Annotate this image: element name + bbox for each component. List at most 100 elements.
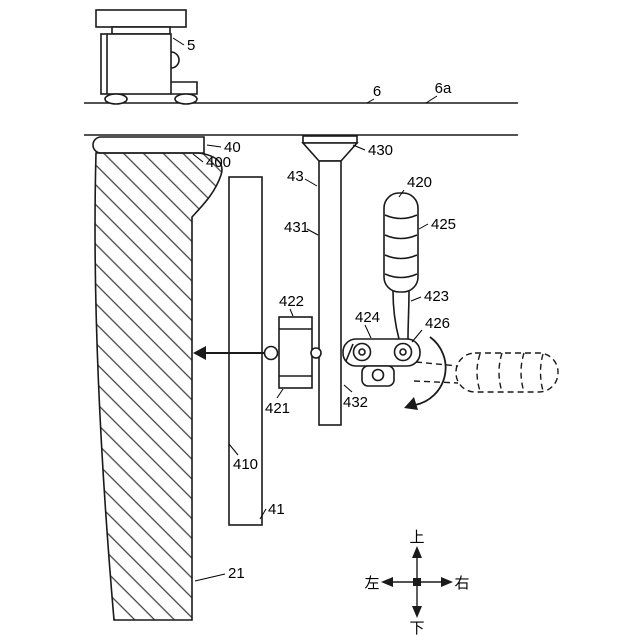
ref-410: 410 xyxy=(233,456,258,473)
phantom-lever xyxy=(413,352,559,393)
compass-right-label: 右 xyxy=(454,575,469,592)
leader-423 xyxy=(410,296,422,302)
rail xyxy=(84,102,518,136)
compass-right-arrowhead xyxy=(441,577,453,587)
label-6: 6 xyxy=(366,83,381,104)
mount-bracket xyxy=(92,136,205,154)
direction-compass xyxy=(381,546,453,618)
insulator-plate xyxy=(228,176,263,526)
compass-left-arrowhead xyxy=(381,577,393,587)
rotation-arrow-arc xyxy=(414,336,447,406)
leader-426 xyxy=(411,329,423,343)
leader-422 xyxy=(289,308,294,317)
leader-420 xyxy=(398,189,405,198)
compass-up-arrowhead xyxy=(412,546,422,558)
trolley-roller-left xyxy=(104,93,128,105)
leader-400 xyxy=(192,153,204,163)
grip-rib-4 xyxy=(384,273,418,279)
label-6a: 6a xyxy=(425,80,452,104)
ref-425: 425 xyxy=(431,216,456,233)
phantom-grip-rib-4 xyxy=(539,353,544,392)
clamp-pivot-right-pin xyxy=(399,348,407,356)
ref-424: 424 xyxy=(355,309,380,326)
support-rod xyxy=(301,135,359,426)
leader-425 xyxy=(418,223,429,230)
ref-43: 43 xyxy=(287,168,304,185)
ref-431: 431 xyxy=(284,219,309,236)
label-432: 432 xyxy=(343,384,368,411)
label-41: 41 xyxy=(259,501,285,520)
leader-5 xyxy=(172,37,185,46)
ref-420: 420 xyxy=(407,174,432,191)
roller-block xyxy=(278,316,313,389)
phantom-grip-rib-2 xyxy=(498,352,503,393)
leader-43 xyxy=(304,178,318,187)
reference-labels: 5 6 6a 40 400 43 430 431 xyxy=(172,37,456,582)
label-21: 21 xyxy=(194,565,245,582)
rotation-arrow-head xyxy=(404,397,418,410)
leader-431 xyxy=(306,228,319,236)
lever-clamp xyxy=(342,338,421,387)
compass-down-label: 下 xyxy=(409,620,424,637)
label-421: 421 xyxy=(265,388,290,417)
phantom-grip-rib-3 xyxy=(520,352,525,393)
leader-430 xyxy=(352,144,366,151)
ref-41: 41 xyxy=(268,501,285,518)
label-431: 431 xyxy=(284,219,319,236)
compass-down-arrowhead xyxy=(412,606,422,618)
label-422: 422 xyxy=(279,293,304,317)
phantom-shaft-bottom-line xyxy=(413,380,459,384)
trolley-side-boss xyxy=(170,51,180,69)
leader-424 xyxy=(364,324,372,339)
phantom-grip-rib-1 xyxy=(476,353,481,392)
leader-432 xyxy=(343,384,353,393)
tank-wall-section xyxy=(94,152,223,621)
trolley-arm xyxy=(171,81,198,95)
label-40: 40 xyxy=(206,139,241,156)
grip-rib-1 xyxy=(384,214,418,220)
clamp-section-tick xyxy=(345,343,354,362)
compass-labels: 上 下 左 右 xyxy=(364,529,469,637)
phantom-shaft-top-line xyxy=(415,361,459,367)
ref-5: 5 xyxy=(187,37,195,54)
roller-unit xyxy=(263,316,322,389)
compass-left-label: 左 xyxy=(364,575,379,592)
ref-400: 400 xyxy=(206,154,231,171)
ref-421: 421 xyxy=(265,400,290,417)
clamp-pivot-right xyxy=(393,342,413,362)
clamp-pivot-left xyxy=(352,342,372,362)
leader-421 xyxy=(276,388,284,399)
label-420: 420 xyxy=(398,174,432,198)
ref-430: 430 xyxy=(368,142,393,159)
grip-shaft-left-line xyxy=(392,290,400,340)
label-424: 424 xyxy=(355,309,380,339)
rod-mount-flare xyxy=(301,142,359,162)
grip-rib-3 xyxy=(384,254,418,260)
press-arrow xyxy=(193,346,264,360)
ref-432: 432 xyxy=(343,394,368,411)
lever-grip xyxy=(383,192,419,340)
ref-422: 422 xyxy=(279,293,304,310)
rotation-arrow xyxy=(404,336,447,410)
label-410: 410 xyxy=(228,443,258,473)
leader-6 xyxy=(366,98,375,104)
clamp-lower-pin xyxy=(371,368,385,382)
label-43: 43 xyxy=(287,168,318,187)
label-5: 5 xyxy=(172,37,195,54)
rod-shaft xyxy=(318,160,342,426)
label-400: 400 xyxy=(192,153,231,171)
grip-shaft-right-line xyxy=(407,290,410,340)
press-arrow-head xyxy=(193,346,206,360)
compass-center-square xyxy=(413,578,421,586)
trolley-body xyxy=(100,33,172,95)
ref-6: 6 xyxy=(373,83,381,100)
grip-rib-2 xyxy=(384,234,418,240)
trolley-cap xyxy=(95,9,187,28)
leader-41 xyxy=(259,508,267,520)
leader-410 xyxy=(228,443,239,456)
leader-6a xyxy=(425,95,438,104)
roller-contact-pin xyxy=(310,347,322,359)
compass-up-label: 上 xyxy=(409,529,424,546)
